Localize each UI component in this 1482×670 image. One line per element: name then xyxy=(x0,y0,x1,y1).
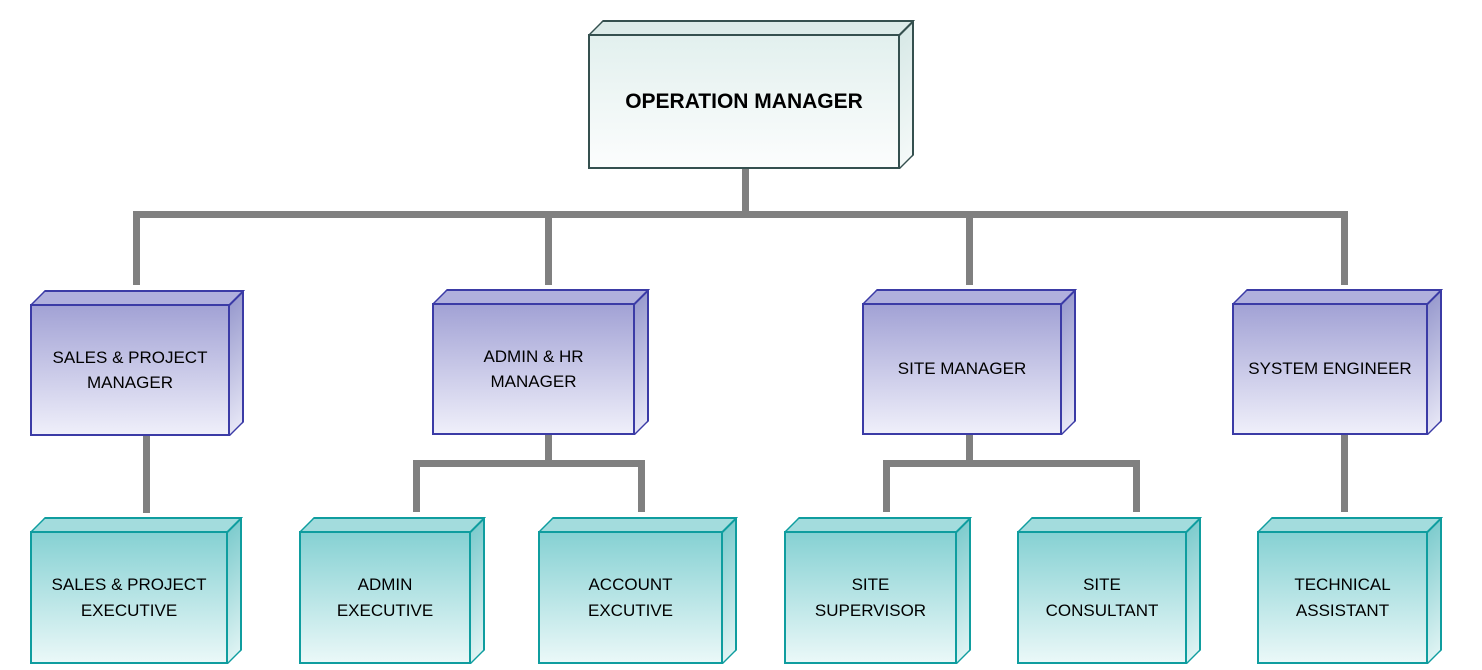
connector-drop-admin-manager xyxy=(545,211,552,285)
connector-drop-system-engineer xyxy=(1341,211,1348,285)
box-top-face xyxy=(1232,289,1443,304)
connector-site-stem xyxy=(966,419,973,464)
node-site-consultant[interactable]: SITE CONSULTANT xyxy=(1017,517,1202,664)
box-front-face: SALES & PROJECT MANAGER xyxy=(30,304,230,436)
node-admin-hr-manager[interactable]: ADMIN & HR MANAGER xyxy=(432,289,650,435)
box-side-face xyxy=(957,517,971,664)
box-top-face xyxy=(1017,517,1202,532)
node-label: SITE CONSULTANT xyxy=(1045,575,1159,620)
box-side-face xyxy=(471,517,485,664)
box-front-face: SITE CONSULTANT xyxy=(1017,531,1187,664)
box-side-face xyxy=(723,517,737,664)
connector-drop-site-supervisor xyxy=(883,460,890,512)
box-top-face xyxy=(299,517,486,532)
node-label: SALES & PROJECT EXECUTIVE xyxy=(51,575,207,620)
node-label: SITE SUPERVISOR xyxy=(814,575,927,620)
box-front-face: SITE MANAGER xyxy=(862,303,1062,435)
node-operation-manager[interactable]: OPERATION MANAGER xyxy=(588,20,915,169)
box-side-face xyxy=(1187,517,1201,664)
box-side-face xyxy=(1428,289,1442,435)
connector-admin-bus xyxy=(413,460,645,467)
box-top-face xyxy=(1257,517,1443,532)
box-front-face: SITE SUPERVISOR xyxy=(784,531,957,664)
connector-drop-account-exec xyxy=(638,460,645,512)
box-front-face: SALES & PROJECT EXECUTIVE xyxy=(30,531,228,664)
connector-drop-site-consultant xyxy=(1133,460,1140,512)
box-side-face xyxy=(1062,289,1076,435)
box-front-face: ADMIN EXECUTIVE xyxy=(299,531,471,664)
connector-site-bus xyxy=(883,460,1140,467)
box-top-face xyxy=(784,517,972,532)
node-label: SYSTEM ENGINEER xyxy=(1248,359,1412,379)
node-sales-project-manager[interactable]: SALES & PROJECT MANAGER xyxy=(30,290,245,436)
box-front-face: ACCOUNT EXCUTIVE xyxy=(538,531,723,664)
connector-root-stem xyxy=(742,154,749,215)
connector-drop-sales-manager xyxy=(133,211,140,285)
box-top-face xyxy=(30,517,243,532)
box-front-face: TECHNICAL ASSISTANT xyxy=(1257,531,1428,664)
node-account-excutive[interactable]: ACCOUNT EXCUTIVE xyxy=(538,517,738,664)
node-label: ADMIN EXECUTIVE xyxy=(336,575,434,620)
node-system-engineer[interactable]: SYSTEM ENGINEER xyxy=(1232,289,1443,435)
box-top-face xyxy=(588,20,915,35)
node-label: TECHNICAL ASSISTANT xyxy=(1294,575,1391,620)
box-top-face xyxy=(538,517,738,532)
node-technical-assistant[interactable]: TECHNICAL ASSISTANT xyxy=(1257,517,1443,664)
connector-main-bus xyxy=(133,211,1348,218)
connector-sales-exec-stem xyxy=(143,421,150,513)
box-top-face xyxy=(432,289,650,304)
box-side-face xyxy=(1428,517,1442,664)
node-label: OPERATION MANAGER xyxy=(625,89,863,113)
box-side-face xyxy=(635,289,649,435)
box-front-face: SYSTEM ENGINEER xyxy=(1232,303,1428,435)
connector-technical-stem xyxy=(1341,419,1348,512)
box-side-face xyxy=(230,290,244,436)
box-side-face xyxy=(228,517,242,664)
box-top-face xyxy=(30,290,245,305)
box-side-face xyxy=(900,20,914,169)
box-top-face xyxy=(862,289,1077,304)
node-admin-executive[interactable]: ADMIN EXECUTIVE xyxy=(299,517,486,664)
node-site-supervisor[interactable]: SITE SUPERVISOR xyxy=(784,517,972,664)
node-label: SITE MANAGER xyxy=(897,359,1027,379)
node-label: SALES & PROJECT MANAGER xyxy=(52,347,208,393)
node-label: ADMIN & HR MANAGER xyxy=(483,346,584,392)
box-front-face: ADMIN & HR MANAGER xyxy=(432,303,635,435)
node-label: ACCOUNT EXCUTIVE xyxy=(587,575,674,620)
connector-admin-stem xyxy=(545,419,552,464)
connector-drop-admin-exec xyxy=(413,460,420,512)
box-front-face: OPERATION MANAGER xyxy=(588,34,900,169)
connector-drop-site-manager xyxy=(966,211,973,285)
node-site-manager[interactable]: SITE MANAGER xyxy=(862,289,1077,435)
node-sales-project-executive[interactable]: SALES & PROJECT EXECUTIVE xyxy=(30,517,243,664)
